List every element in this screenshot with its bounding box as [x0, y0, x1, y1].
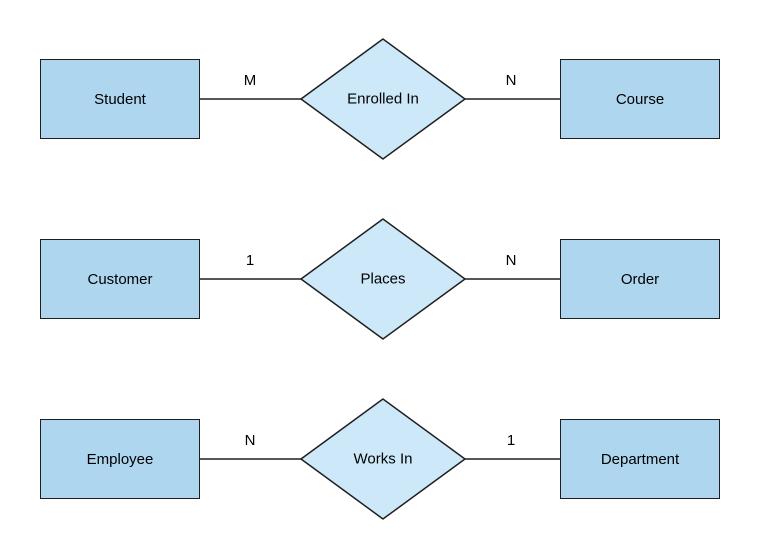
entity-employee[interactable]: Employee: [40, 419, 200, 499]
relationship-diamond-places[interactable]: [299, 218, 467, 340]
entity-department[interactable]: Department: [560, 419, 720, 499]
entity-student[interactable]: Student: [40, 59, 200, 139]
entity-order[interactable]: Order: [560, 239, 720, 319]
entity-label: Employee: [86, 450, 154, 468]
entity-course[interactable]: Course: [560, 59, 720, 139]
entity-label: Student: [94, 90, 146, 108]
entity-customer[interactable]: Customer: [40, 239, 200, 319]
cardinality-label-right-row3[interactable]: 1: [506, 432, 516, 449]
cardinality-label-left-row3[interactable]: N: [244, 432, 256, 449]
relationship-diamond-enrolled-in[interactable]: [299, 38, 467, 160]
entity-label: Order: [620, 270, 660, 288]
entity-label: Course: [615, 90, 665, 108]
cardinality-label-right-row1[interactable]: N: [505, 72, 517, 89]
relationship-diamond-works-in[interactable]: [299, 398, 467, 520]
entity-label: Department: [600, 450, 680, 468]
cardinality-label-left-row2[interactable]: 1: [245, 252, 255, 269]
entity-label: Customer: [87, 270, 153, 288]
cardinality-label-right-row2[interactable]: N: [505, 252, 517, 269]
cardinality-label-left-row1[interactable]: M: [243, 72, 257, 89]
